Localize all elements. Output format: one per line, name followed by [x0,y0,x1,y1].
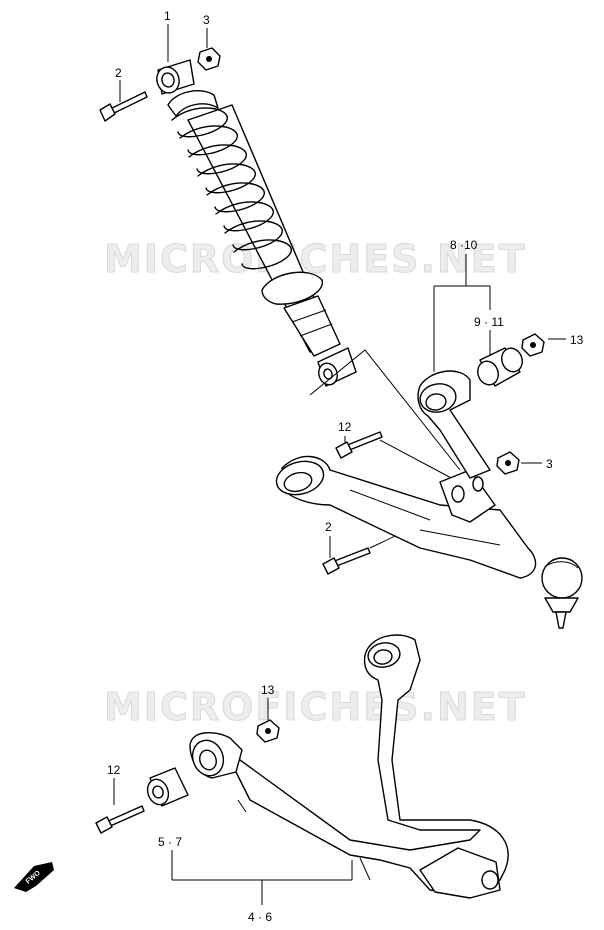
watermark-top: MICROFICHES.NET [104,237,527,281]
shock-bottom-eye [317,347,357,387]
callout-13-bottom: 13 [261,683,275,697]
nut-13-bottom [256,719,280,743]
nut-top [197,47,221,71]
callout-12-bottom: 12 [107,763,121,777]
callout-13-top: 13 [570,333,584,347]
callout-1: 1 [164,9,171,23]
upper-arm-detail [189,634,509,899]
bolt-top [99,91,148,122]
guide-line-shock [309,349,461,471]
callout-9-11: 9 · 11 [474,315,504,329]
callout-4-6: 4 · 6 [248,910,272,924]
lower-arm-assembly [275,455,537,579]
bolt-12-mid [335,431,383,459]
shock-top-eye [156,59,195,95]
callout-12-mid: 12 [338,420,352,434]
callout-2-mid: 2 [325,520,332,534]
bushing-top [477,347,523,387]
nut-3-mid [496,451,520,475]
bolt-12-bottom [95,805,145,834]
coil-spring [171,107,292,270]
callout-5-7: 5 · 7 [158,835,182,849]
callout-8-10: 8 ·10 [450,238,478,252]
leader-lines [113,24,566,905]
nut-13-top [521,333,545,357]
watermark-bottom: MICROFICHES.NET [104,685,527,729]
bolt-2-mid [322,547,371,575]
bushing-bottom [146,767,189,807]
callout-2-top: 2 [115,66,122,80]
ball-joint [541,557,583,629]
forward-arrow-icon: FWO [14,862,54,892]
upper-arm-assembly [417,370,491,479]
callout-3-top: 3 [203,13,210,27]
shock-absorber [156,59,357,387]
callout-3-mid: 3 [546,457,553,471]
